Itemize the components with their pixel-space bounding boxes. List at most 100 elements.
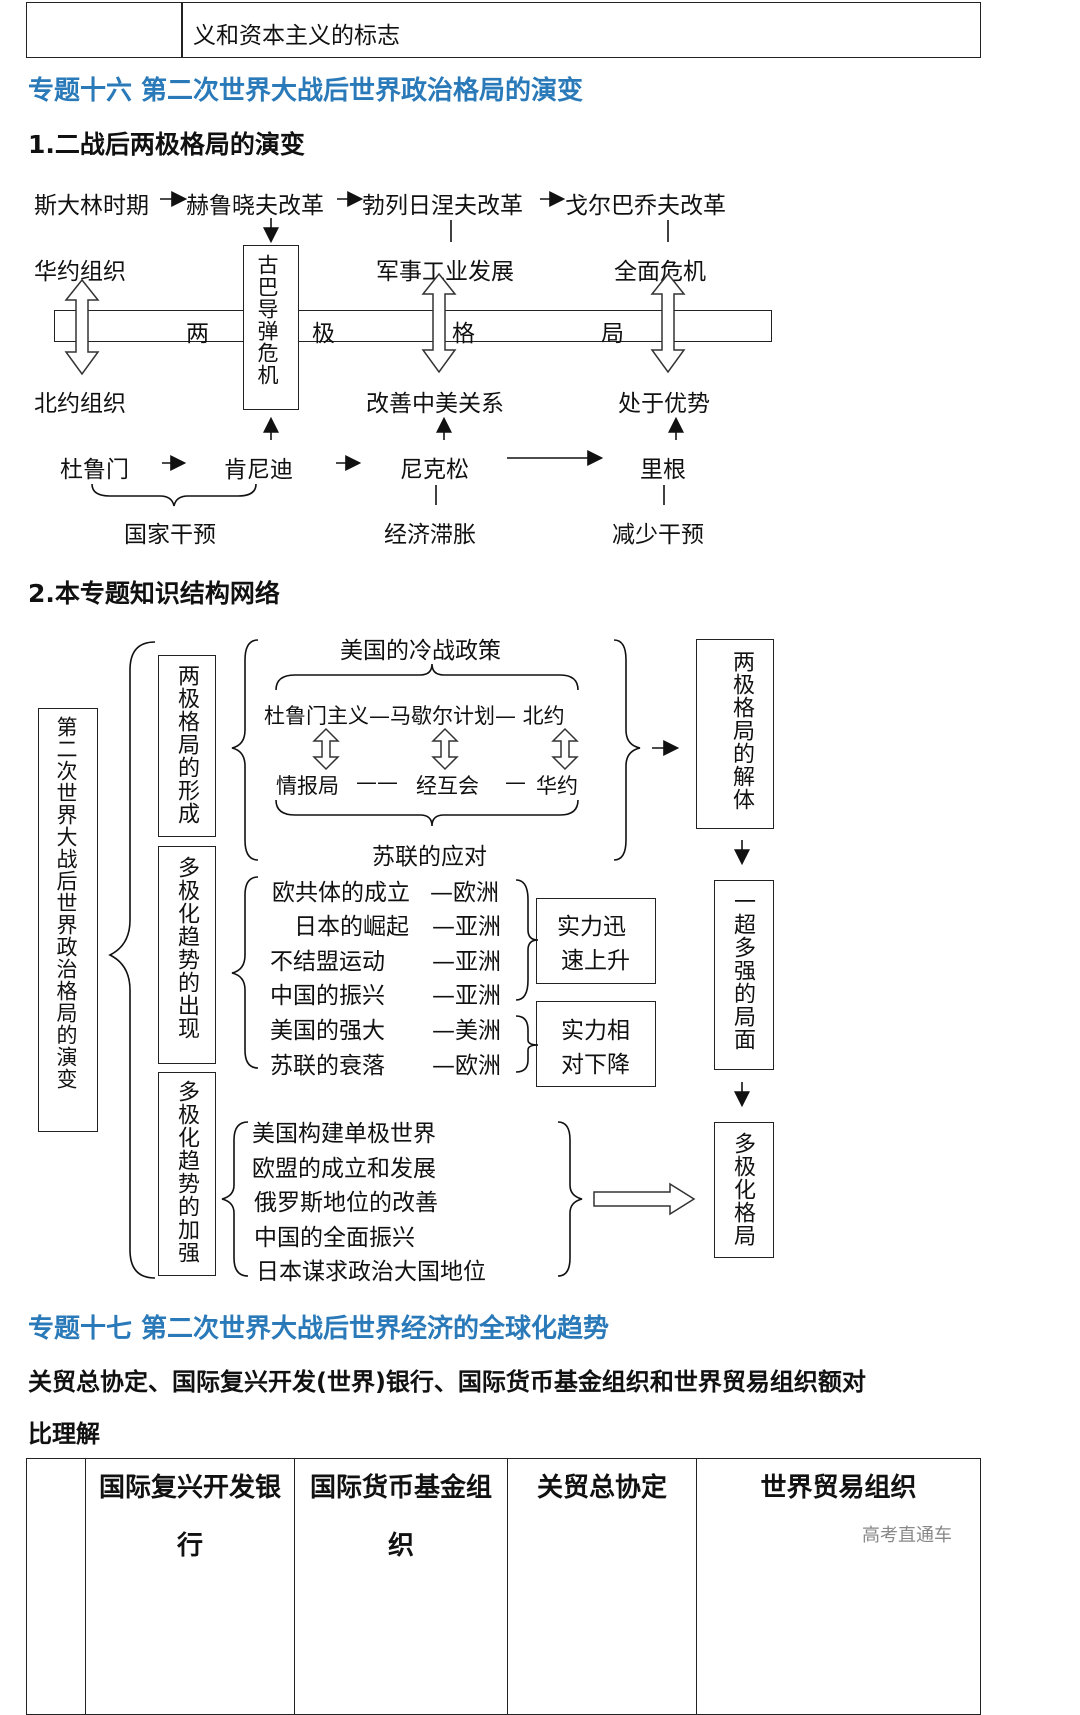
double-arrow-military bbox=[421, 272, 457, 374]
us-advantage-label: 处于优势 bbox=[618, 391, 710, 417]
ussr-row-1: 情报局 bbox=[276, 774, 339, 798]
brace-stage3-right bbox=[557, 1121, 583, 1277]
brace-us-policy bbox=[275, 663, 579, 691]
result2-label: 一超多强的局面 bbox=[730, 890, 755, 1051]
result1-box bbox=[696, 639, 774, 829]
double-arrow-truman-cominform bbox=[312, 727, 340, 771]
ussr-stage-2: 赫鲁晓夫改革 bbox=[186, 193, 324, 219]
sec1-heading: 1.二战后两极格局的演变 bbox=[28, 130, 305, 159]
cuba-crisis-label: 古巴导弹危机 bbox=[255, 254, 279, 386]
brace-rise bbox=[515, 879, 539, 1001]
brace-stage2 bbox=[231, 876, 259, 1069]
result2-box bbox=[714, 880, 774, 1070]
stage3-item-1: 美国构建单极世界 bbox=[252, 1121, 436, 1147]
us-president-4: 里根 bbox=[640, 457, 686, 483]
root-label: 第二次世界大战后世界政治格局的演变 bbox=[54, 716, 78, 1090]
us-president-2: 肯尼迪 bbox=[224, 457, 293, 483]
stage3-item-2: 欧盟的成立和发展 bbox=[252, 1156, 436, 1182]
table-header-gatt: 关贸总协定 bbox=[507, 1458, 697, 1715]
fall-item-2: 苏联的衰落 bbox=[270, 1053, 385, 1079]
us-coldwar-policy: 美国的冷战政策 bbox=[340, 638, 501, 664]
total-crisis-label: 全面危机 bbox=[614, 259, 706, 285]
double-arrow-marshall-comecon bbox=[431, 727, 459, 771]
top-table-divider bbox=[181, 2, 183, 58]
rise-item-1: 欧共体的成立 bbox=[272, 880, 410, 906]
brace-stage1 bbox=[231, 639, 259, 861]
warsaw-pact-label: 华约组织 bbox=[34, 259, 126, 285]
result3-label: 多极化格局 bbox=[730, 1132, 755, 1247]
reduce-intervention-label: 减少干预 bbox=[612, 522, 704, 548]
rise-region-4: —亚洲 bbox=[432, 983, 501, 1009]
sec2-heading: 2.本专题知识结构网络 bbox=[28, 579, 280, 608]
us-policy-row: 杜鲁门主义—马歇尔计划— 北约 bbox=[264, 704, 565, 728]
fall-item-1: 美国的强大 bbox=[270, 1018, 385, 1044]
comparison-table: 国际复兴开发银行 国际货币基金组织 关贸总协定 世界贸易组织 bbox=[26, 1458, 981, 1715]
fall-box bbox=[536, 1001, 656, 1087]
stage1-box bbox=[158, 655, 216, 837]
brace-fall bbox=[515, 1015, 539, 1073]
brace-root bbox=[108, 641, 156, 1279]
bipolar-char-4: 局 bbox=[601, 321, 624, 347]
rise-region-2: —亚洲 bbox=[432, 914, 501, 940]
bipolar-char-2: 极 bbox=[312, 321, 335, 347]
hollow-arrow-to-multipolar bbox=[593, 1182, 696, 1216]
improve-sino-us-label: 改善中美关系 bbox=[366, 391, 504, 417]
stage3-item-5: 日本谋求政治大国地位 bbox=[256, 1259, 486, 1285]
topic16-title: 专题十六 第二次世界大战后世界政治格局的演变 bbox=[28, 76, 584, 106]
root-box bbox=[38, 708, 98, 1132]
topic17-subtitle-1: 关贸总协定、国际复兴开发(世界)银行、国际货币基金组织和世界贸易组织额对 bbox=[28, 1368, 866, 1396]
ussr-row-2: 经互会 bbox=[416, 774, 479, 798]
rise-item-3: 不结盟运动 bbox=[270, 949, 385, 975]
result3-box bbox=[714, 1122, 774, 1258]
result1-label: 两极格局的解体 bbox=[729, 650, 754, 811]
fall-box-line1: 实力相 bbox=[561, 1018, 630, 1044]
ussr-stage-4: 戈尔巴乔夫改革 bbox=[565, 193, 726, 219]
rise-item-2: 日本的崛起 bbox=[294, 914, 409, 940]
rise-box bbox=[536, 898, 656, 984]
brace-ussr-reply bbox=[275, 799, 579, 827]
table-header-ibrd: 国际复兴开发银行 bbox=[85, 1458, 295, 1715]
cuba-crisis-box bbox=[243, 245, 299, 410]
us-president-1: 杜鲁门 bbox=[60, 457, 129, 483]
stage2-box bbox=[158, 846, 216, 1064]
double-arrow-crisis bbox=[650, 272, 686, 374]
brace-stage1-right bbox=[613, 639, 641, 861]
bipolar-char-3: 格 bbox=[452, 321, 475, 347]
stagflation-label: 经济滞胀 bbox=[384, 522, 476, 548]
ussr-row-dash2: — bbox=[505, 770, 526, 794]
stage1-label: 两极格局的形成 bbox=[174, 664, 199, 825]
stage2-label: 多极化趋势的出现 bbox=[174, 856, 199, 1040]
stage3-item-4: 中国的全面振兴 bbox=[254, 1225, 415, 1251]
bipolar-char-1: 两 bbox=[186, 321, 209, 347]
table-header-row: 国际复兴开发银行 国际货币基金组织 关贸总协定 世界贸易组织 bbox=[26, 1458, 981, 1715]
nato-label: 北约组织 bbox=[34, 391, 126, 417]
fall-region-2: —欧洲 bbox=[432, 1053, 501, 1079]
brace-stage3 bbox=[221, 1121, 249, 1277]
table-header-wto: 世界贸易组织 bbox=[696, 1458, 981, 1715]
rise-region-1: —欧洲 bbox=[430, 880, 499, 906]
rise-region-3: —亚洲 bbox=[432, 949, 501, 975]
table-header-blank bbox=[26, 1458, 86, 1715]
bipolar-bar bbox=[54, 310, 772, 342]
ussr-row-3: 华约 bbox=[536, 774, 578, 798]
double-arrow-nato-warsaw bbox=[551, 727, 579, 771]
state-intervention-label: 国家干预 bbox=[124, 522, 216, 548]
ussr-row-dash1: —— bbox=[356, 770, 398, 794]
double-arrow-warsaw-nato bbox=[64, 278, 100, 376]
rise-box-line1: 实力迅 bbox=[557, 914, 626, 940]
ussr-stage-3: 勃列日涅夫改革 bbox=[362, 193, 523, 219]
stage3-label: 多极化趋势的加强 bbox=[174, 1080, 199, 1264]
stage3-box bbox=[158, 1072, 216, 1276]
topic17-title: 专题十七 第二次世界大战后世界经济的全球化趋势 bbox=[28, 1314, 610, 1344]
stage3-item-3: 俄罗斯地位的改善 bbox=[254, 1190, 438, 1216]
table-header-imf: 国际货币基金组织 bbox=[294, 1458, 508, 1715]
ussr-response: 苏联的应对 bbox=[372, 844, 487, 870]
fall-region-1: —美洲 bbox=[432, 1018, 501, 1044]
topic17-subtitle-2: 比理解 bbox=[28, 1420, 100, 1448]
rise-item-4: 中国的振兴 bbox=[270, 983, 385, 1009]
fall-box-line2: 对下降 bbox=[561, 1052, 630, 1078]
us-president-3: 尼克松 bbox=[400, 457, 469, 483]
top-row-text: 义和资本主义的标志 bbox=[193, 23, 400, 49]
watermark: 高考直通车 bbox=[862, 1525, 952, 1546]
